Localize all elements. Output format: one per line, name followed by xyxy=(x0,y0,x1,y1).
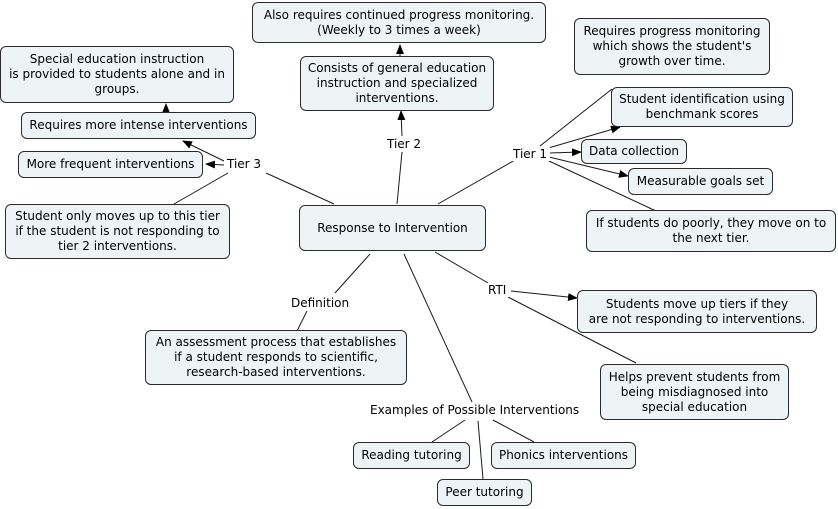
link-tier2-consists xyxy=(397,110,406,137)
link-tier1-goals xyxy=(548,156,629,178)
link-central-rti xyxy=(434,251,489,284)
tier1-identification-node[interactable]: Student identification using benchmank s… xyxy=(611,87,793,127)
tier1-progress-monitoring-node[interactable]: Requires progress monitoring which shows… xyxy=(574,18,770,75)
link-tier1-monitoring xyxy=(539,88,613,147)
link-central-examples xyxy=(403,253,473,403)
central-concept-node[interactable]: Response to Intervention xyxy=(299,205,486,251)
tier3-intense-node[interactable]: Requires more intense interventions xyxy=(21,112,256,139)
definition-node[interactable]: An assessment process that establishes i… xyxy=(145,330,407,385)
link-examples-phonics xyxy=(492,419,535,443)
tier3-moves-up-node[interactable]: Student only moves up to this tier if th… xyxy=(5,204,230,259)
tier1-goals-node[interactable]: Measurable goals set xyxy=(628,168,773,195)
rti-prevent-node[interactable]: Helps prevent students from being misdia… xyxy=(600,364,789,420)
link-tier1-data xyxy=(548,148,582,157)
linking-phrase-examples: Examples of Possible Interventions xyxy=(367,403,583,417)
link-central-tier1 xyxy=(437,159,516,205)
tier3-special-education-node[interactable]: Special education instruction is provide… xyxy=(0,46,234,103)
linking-phrase-tier3: Tier 3 xyxy=(224,157,265,171)
tier2-monitoring-node[interactable]: Also requires continued progress monitor… xyxy=(252,2,546,43)
link-examples-peer xyxy=(477,420,484,480)
tier1-poor-students-node[interactable]: If students do poorly, they move on to t… xyxy=(586,210,836,252)
rti-move-up-node[interactable]: Students move up tiers if they are not r… xyxy=(577,290,817,333)
link-examples-reading xyxy=(431,419,466,443)
link-rti-prevent xyxy=(507,296,637,364)
linking-phrase-definition: Definition xyxy=(288,296,353,310)
link-tier1-poor xyxy=(548,160,657,212)
link-tier3-intense xyxy=(182,140,227,163)
link-tier3-moves xyxy=(173,172,229,205)
tier2-consists-node[interactable]: Consists of general education instructio… xyxy=(300,56,494,111)
linking-phrase-rti: RTI xyxy=(485,283,510,297)
link-central-tier3 xyxy=(265,172,335,205)
link-tier3-frequent xyxy=(205,160,225,169)
example-peer-tutoring-node[interactable]: Peer tutoring xyxy=(437,479,532,506)
linking-phrase-tier2: Tier 2 xyxy=(384,137,425,151)
link-tier1-identification xyxy=(544,125,621,150)
example-reading-tutoring-node[interactable]: Reading tutoring xyxy=(353,442,470,469)
link-definition-text xyxy=(296,310,308,332)
example-phonics-node[interactable]: Phonics interventions xyxy=(491,442,636,469)
linking-phrase-tier1: Tier 1 xyxy=(510,147,551,161)
link-rti-moveup xyxy=(510,290,578,302)
tier1-data-collection-node[interactable]: Data collection xyxy=(581,139,687,164)
link-central-tier2 xyxy=(396,151,403,205)
tier3-frequent-node[interactable]: More frequent interventions xyxy=(18,151,203,178)
link-central-definition xyxy=(334,253,371,294)
